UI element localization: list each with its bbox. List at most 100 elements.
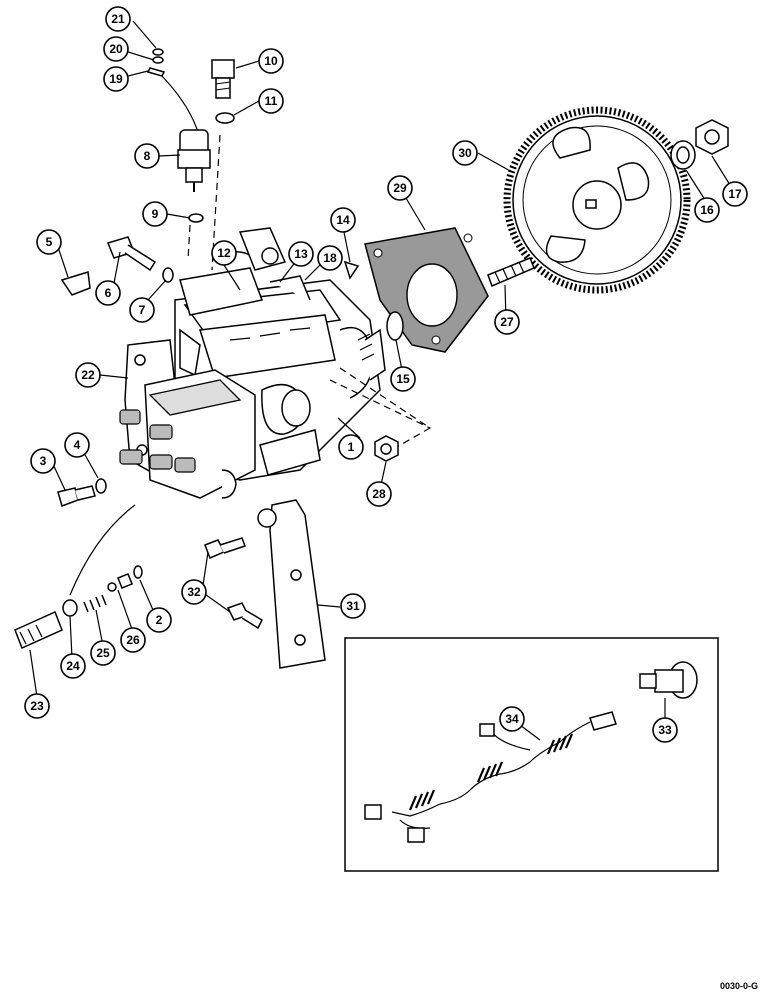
- svg-text:7: 7: [139, 303, 146, 317]
- callout-16: 16: [694, 197, 720, 223]
- drain-plug: [57, 485, 96, 507]
- cam-gear: [503, 106, 691, 294]
- svg-text:29: 29: [393, 181, 407, 195]
- callout-34: 34: [499, 706, 525, 732]
- callout-8: 8: [134, 143, 160, 169]
- nut: [152, 48, 164, 56]
- banjo-bolt: [211, 59, 235, 99]
- callout-21: 21: [105, 6, 131, 32]
- svg-text:12: 12: [217, 246, 231, 260]
- callout-10: 10: [258, 48, 284, 74]
- seat: [117, 573, 133, 589]
- callout-4: 4: [64, 432, 90, 458]
- washer: [152, 56, 164, 64]
- callout-32: 32: [181, 579, 207, 605]
- svg-text:19: 19: [109, 72, 123, 86]
- wire-harness: [364, 711, 617, 843]
- svg-text:8: 8: [144, 149, 151, 163]
- svg-text:25: 25: [96, 646, 110, 660]
- svg-text:28: 28: [372, 487, 386, 501]
- spring: [83, 594, 107, 613]
- svg-text:2: 2: [156, 613, 163, 627]
- banjo-fitting: [14, 610, 63, 650]
- svg-text:26: 26: [126, 633, 140, 647]
- svg-text:14: 14: [336, 213, 350, 227]
- lock-plate: [60, 271, 91, 296]
- callout-29: 29: [387, 175, 413, 201]
- svg-text:33: 33: [658, 723, 672, 737]
- callout-19: 19: [103, 66, 129, 92]
- callout-24: 24: [60, 653, 86, 679]
- callout-18: 18: [317, 245, 343, 271]
- callout-23: 23: [24, 693, 50, 719]
- svg-text:21: 21: [111, 12, 125, 26]
- svg-text:27: 27: [500, 315, 514, 329]
- shutoff-solenoid: [177, 129, 211, 192]
- support-bracket: [257, 499, 326, 669]
- svg-text:17: 17: [728, 187, 742, 201]
- callout-17: 17: [722, 181, 748, 207]
- callout-9: 9: [142, 201, 168, 227]
- callout-5: 5: [36, 229, 62, 255]
- callout-11: 11: [258, 88, 284, 114]
- svg-text:15: 15: [396, 372, 410, 386]
- callout-33: 33: [652, 717, 678, 743]
- callout-15: 15: [390, 366, 416, 392]
- callout-3: 3: [30, 448, 56, 474]
- svg-text:1: 1: [348, 440, 355, 454]
- washer: [133, 565, 143, 579]
- woodruff-key: [343, 260, 360, 280]
- svg-text:6: 6: [105, 286, 112, 300]
- sealing-washer: [215, 112, 235, 124]
- svg-text:16: 16: [700, 203, 714, 217]
- svg-text:5: 5: [46, 235, 53, 249]
- o-ring: [162, 267, 174, 283]
- svg-text:3: 3: [40, 454, 47, 468]
- nut: [374, 435, 399, 462]
- svg-text:34: 34: [505, 712, 519, 726]
- svg-text:11: 11: [265, 94, 278, 108]
- callout-7: 7: [129, 297, 155, 323]
- gasket: [364, 227, 489, 353]
- svg-text:31: 31: [346, 599, 360, 613]
- callout-26: 26: [120, 627, 146, 653]
- callout-22: 22: [75, 362, 101, 388]
- callout-31: 31: [340, 593, 366, 619]
- terminal: [146, 67, 166, 77]
- o-ring: [386, 311, 404, 341]
- callout-1: 1: [338, 434, 364, 460]
- svg-text:10: 10: [264, 54, 278, 68]
- svg-text:30: 30: [458, 146, 472, 160]
- callout-30: 30: [452, 140, 478, 166]
- svg-text:4: 4: [74, 438, 81, 452]
- svg-text:18: 18: [323, 251, 337, 265]
- bolt: [226, 602, 263, 630]
- svg-text:13: 13: [294, 247, 308, 261]
- washer: [95, 478, 107, 494]
- callout-13: 13: [288, 241, 314, 267]
- callout-14: 14: [330, 207, 356, 233]
- svg-text:24: 24: [66, 659, 80, 673]
- svg-text:20: 20: [109, 42, 123, 56]
- callout-28: 28: [366, 481, 392, 507]
- injection-pump: [119, 227, 386, 499]
- callout-12: 12: [211, 240, 237, 266]
- ball: [107, 582, 117, 592]
- sensor: [639, 661, 698, 699]
- svg-text:23: 23: [30, 699, 44, 713]
- nut: [695, 119, 729, 155]
- stud: [487, 257, 535, 288]
- adjusting-screw: [106, 236, 157, 272]
- callout-2: 2: [146, 607, 172, 633]
- callout-27: 27: [494, 309, 520, 335]
- lock-washer: [670, 140, 696, 170]
- bolt: [204, 537, 246, 559]
- figure-code: 0030-0-G: [720, 981, 759, 991]
- svg-text:22: 22: [81, 368, 95, 382]
- callout-25: 25: [90, 640, 116, 666]
- callout-6: 6: [95, 280, 121, 306]
- washer: [62, 599, 78, 617]
- inset-frame: [344, 637, 719, 872]
- callout-20: 20: [103, 36, 129, 62]
